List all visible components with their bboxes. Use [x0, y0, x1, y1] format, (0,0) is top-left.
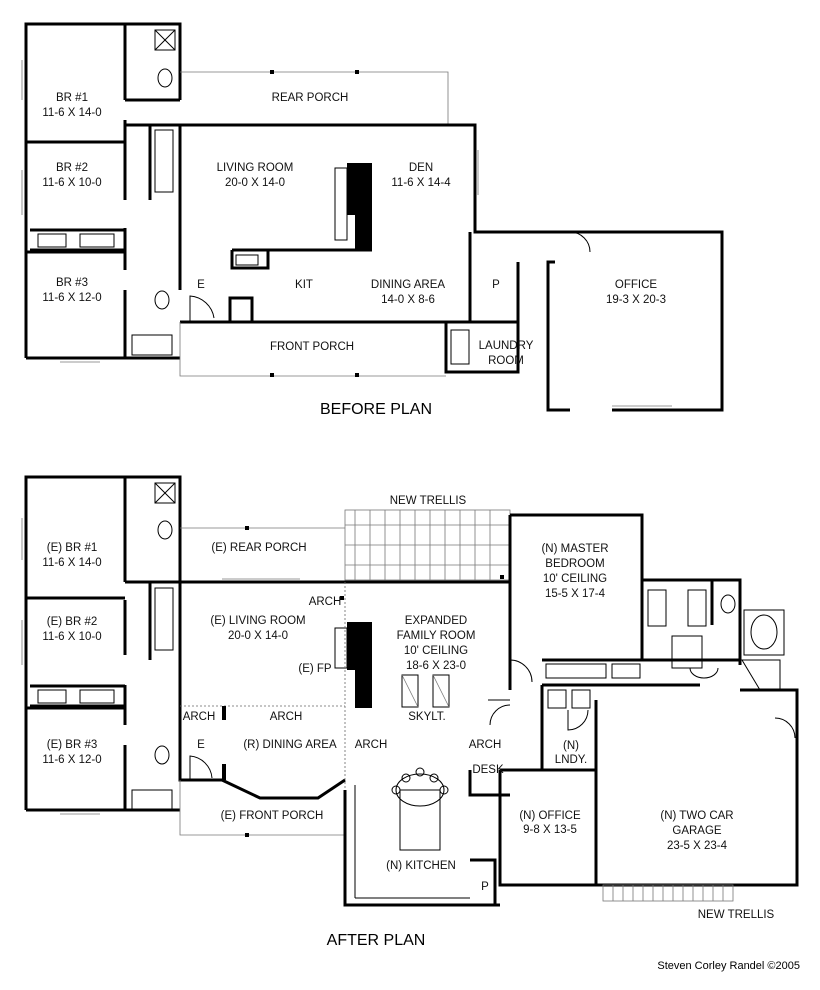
before-laundry-1: LAUNDRY [479, 340, 534, 352]
after-br3-name: (E) BR #3 [47, 739, 98, 751]
after-arch-top: ARCH [309, 596, 342, 608]
before-dining-dim: 14-0 X 8-6 [381, 294, 435, 306]
before-front-porch: FRONT PORCH [270, 341, 354, 353]
after-lndy-2: LNDY. [555, 754, 587, 766]
after-master-4: 15-5 X 17-4 [545, 588, 606, 600]
before-plan [21, 22, 724, 412]
after-office-2: 9-8 X 13-5 [523, 824, 577, 836]
after-rear-porch: (E) REAR PORCH [211, 542, 306, 554]
after-dining: (R) DINING AREA [243, 739, 337, 751]
before-entry: E [197, 279, 205, 291]
after-br3-dim: 11-6 X 12-0 [42, 754, 101, 766]
after-br2-dim: 11-6 X 10-0 [42, 631, 101, 643]
after-arch-left: ARCH [183, 711, 216, 723]
after-kitchen: (N) KITCHEN [386, 860, 456, 872]
after-family-2: FAMILY ROOM [397, 630, 476, 642]
before-living-name: LIVING ROOM [217, 162, 294, 174]
after-skylight: SKYLT. [408, 711, 446, 723]
before-living-dim: 20-0 X 14-0 [225, 177, 285, 189]
after-arch-right: ARCH [469, 739, 502, 751]
after-office-1: (N) OFFICE [519, 810, 581, 822]
before-laundry-2: ROOM [488, 355, 524, 367]
after-living-name: (E) LIVING ROOM [210, 615, 305, 627]
after-trellis-bottom: NEW TRELLIS [698, 909, 775, 921]
after-br1-dim: 11-6 X 14-0 [42, 557, 101, 569]
before-den-name: DEN [409, 162, 433, 174]
after-labels: NEW TRELLIS (E) BR #1 11-6 X 14-0 (E) BR… [42, 495, 800, 972]
after-family-1: EXPANDED [405, 615, 467, 627]
before-br3-name: BR #3 [56, 277, 88, 289]
credit: Steven Corley Randel ©2005 [657, 960, 800, 972]
before-br1-dim: 11-6 X 14-0 [42, 107, 101, 119]
after-fp: (E) FP [298, 663, 332, 675]
before-labels: BR #1 11-6 X 14-0 BR #2 11-6 X 10-0 BR #… [42, 92, 666, 418]
after-garage-1: (N) TWO CAR [660, 810, 733, 822]
after-plan [21, 475, 799, 907]
before-br3-dim: 11-6 X 12-0 [42, 292, 101, 304]
before-rear-porch: REAR PORCH [272, 92, 349, 104]
after-garage-3: 23-5 X 23-4 [667, 840, 728, 852]
before-dining-name: DINING AREA [371, 279, 445, 291]
before-br2-name: BR #2 [56, 162, 88, 174]
before-pantry: P [492, 279, 500, 291]
before-office-name: OFFICE [615, 279, 657, 291]
after-master-2: BEDROOM [545, 558, 604, 570]
after-front-porch: (E) FRONT PORCH [221, 810, 324, 822]
before-kit: KIT [295, 279, 313, 291]
after-entry: E [197, 739, 205, 751]
after-arch-family: ARCH [355, 739, 388, 751]
after-br1-name: (E) BR #1 [47, 542, 98, 554]
after-family-4: 18-6 X 23-0 [406, 660, 466, 672]
after-family-3: 10' CEILING [404, 645, 468, 657]
trellis-top [344, 509, 511, 581]
after-trellis-top: NEW TRELLIS [390, 495, 467, 507]
before-plan-title: BEFORE PLAN [320, 401, 432, 418]
after-master-1: (N) MASTER [541, 543, 608, 555]
after-pantry: P [481, 881, 489, 893]
after-lndy-1: (N) [563, 740, 579, 752]
after-arch-mid: ARCH [270, 711, 303, 723]
after-living-dim: 20-0 X 14-0 [228, 630, 288, 642]
after-desk: DESK [472, 764, 504, 776]
after-plan-title: AFTER PLAN [327, 932, 426, 949]
after-master-3: 10' CEILING [543, 573, 607, 585]
before-office-dim: 19-3 X 20-3 [606, 294, 666, 306]
before-br2-dim: 11-6 X 10-0 [42, 177, 101, 189]
after-garage-2: GARAGE [672, 825, 722, 837]
before-br1-name: BR #1 [56, 92, 88, 104]
after-br2-name: (E) BR #2 [47, 616, 98, 628]
before-den-dim: 11-6 X 14-4 [391, 177, 451, 189]
trellis-bottom [602, 884, 734, 902]
